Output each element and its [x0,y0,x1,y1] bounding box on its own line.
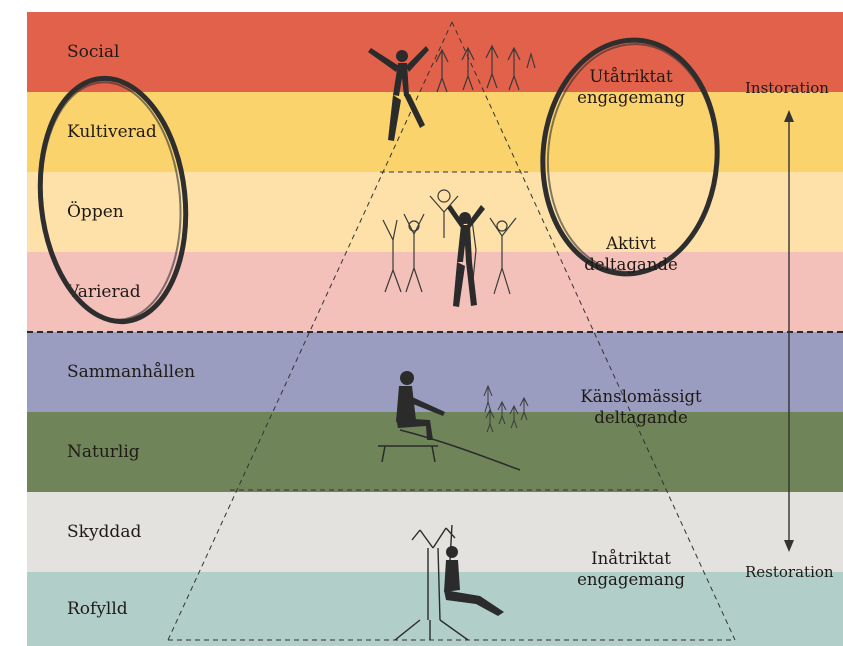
tier-outward-label: Utåtriktat engagemang [566,66,696,108]
social-figures-icon [368,46,535,141]
tier-emotional-line1: Känslomässigt [556,386,726,407]
active-figures-icon [383,190,516,307]
axis-top-label: Instoration [745,79,829,97]
tier-outward-line1: Utåtriktat [566,66,696,87]
tier-emotional-line2: deltagande [556,407,726,428]
tier-inward-line2: engagemang [566,569,696,590]
tier-inward-line1: Inåtriktat [566,548,696,569]
left-oval [29,71,198,329]
tier-active-line2: deltagande [566,254,696,275]
tree-person-icon [395,525,504,640]
tier-outward-line2: engagemang [566,87,696,108]
tier-active-label: Aktivt deltagande [566,233,696,275]
tier-active-line1: Aktivt [566,233,696,254]
tier-inward-label: Inåtriktat engagemang [566,548,696,590]
axis-bottom-label: Restoration [745,563,834,581]
bench-person-icon [378,371,528,470]
tier-emotional-label: Känslomässigt deltagande [556,386,726,428]
